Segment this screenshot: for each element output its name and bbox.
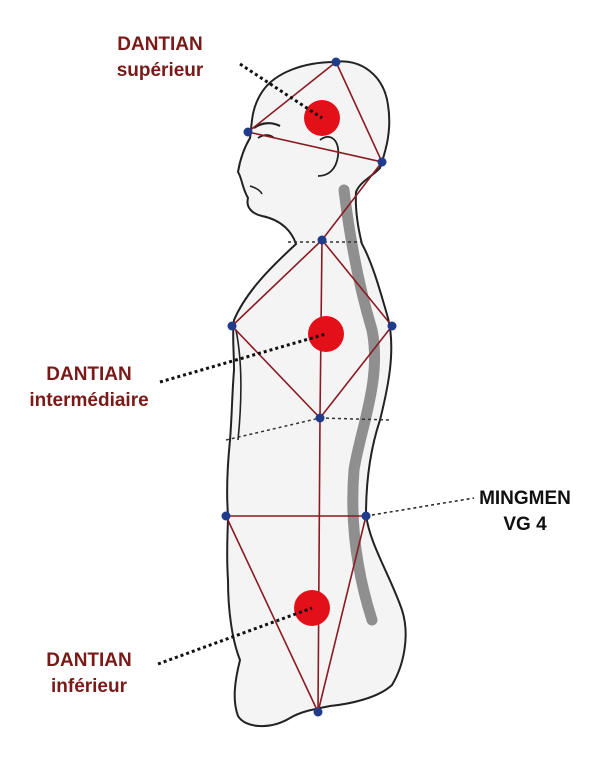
node-crown	[331, 57, 341, 67]
node-forehead	[243, 127, 253, 137]
spine	[338, 184, 381, 626]
node-neck	[317, 235, 327, 245]
middle-dantian-subtitle: intermédiaire	[29, 390, 149, 411]
mouth	[249, 185, 263, 195]
eyebrow	[253, 122, 281, 129]
arm-outline	[235, 329, 242, 441]
mingmen-title: MINGMEN	[479, 488, 571, 509]
node-chest-front	[227, 321, 237, 331]
lower-dantian-subtitle: inférieur	[50, 676, 128, 697]
middle-dantian-title: DANTIAN	[46, 364, 132, 385]
node-occiput	[377, 157, 387, 167]
middle-dantian-center	[308, 316, 344, 352]
node-perineum	[313, 707, 323, 717]
upper-dantian-title: DANTIAN	[117, 34, 203, 55]
node-chest-back	[387, 321, 397, 331]
mingmen-label: MINGMEN VG 4	[470, 486, 580, 538]
node-mingmen	[361, 511, 371, 521]
pointer-lines	[157, 62, 327, 666]
node-solar	[315, 413, 325, 423]
mingmen-subtitle: VG 4	[503, 514, 547, 535]
node-abdomen-front	[221, 511, 231, 521]
middle-dantian-label: DANTIAN intermédiaire	[14, 362, 164, 414]
ear	[317, 135, 340, 177]
upper-dantian-subtitle: supérieur	[116, 60, 204, 81]
mingmen-pointer	[365, 497, 475, 517]
lower-dantian-title: DANTIAN	[46, 650, 132, 671]
upper-dantian-label: DANTIAN supérieur	[100, 32, 220, 84]
lower-dantian-label: DANTIAN inférieur	[30, 648, 148, 700]
nodes	[221, 57, 397, 717]
